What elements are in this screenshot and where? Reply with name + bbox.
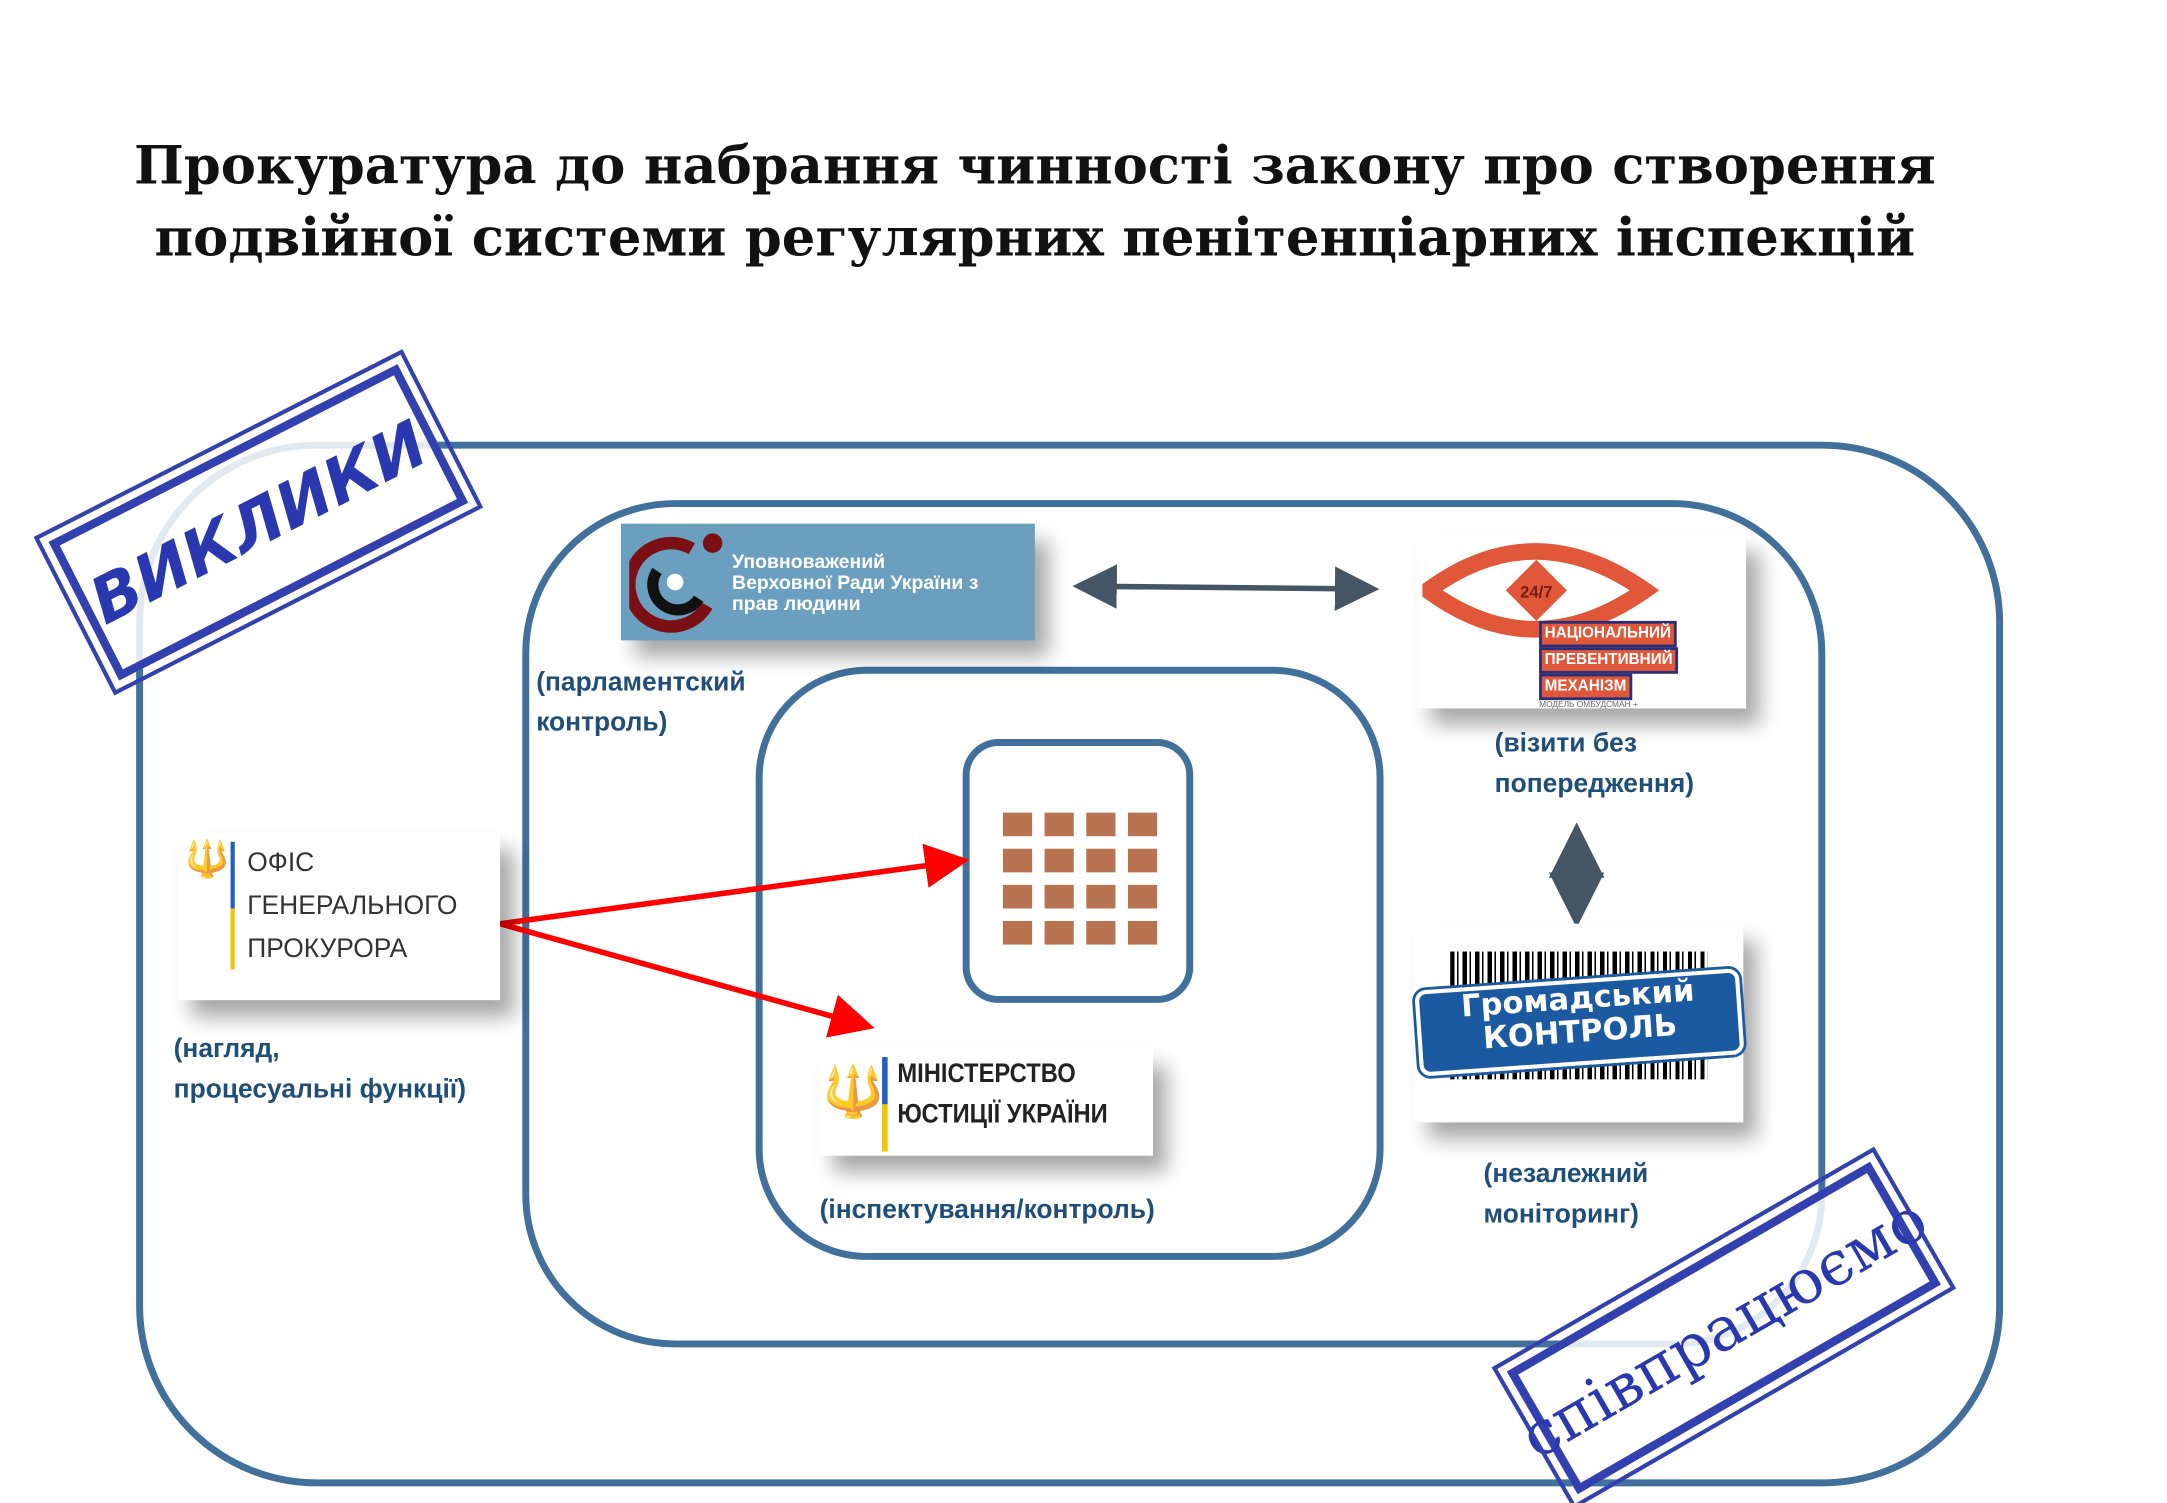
title-line-2: подвійної системи регулярних пенітенціар…	[154, 205, 1916, 269]
arrow-ombudsman-npm	[1072, 564, 1380, 611]
ministry-of-justice-logo: 🔱 МІНІСТЕРСТВО ЮСТИЦІЇ УКРАЇНИ	[819, 1048, 1153, 1156]
brick	[1044, 848, 1074, 873]
brick	[1002, 812, 1033, 837]
inner-frame	[755, 666, 1384, 1260]
brick	[1127, 848, 1158, 873]
prosecutor-label: (нагляд,	[173, 1034, 280, 1065]
npm-logo-line: ПРЕВЕНТИВНИЙ	[1539, 647, 1679, 674]
brick	[1002, 884, 1033, 909]
brick	[1044, 884, 1074, 909]
brick	[1127, 920, 1158, 945]
npm-logo-line: МЕХАНІЗМ	[1539, 673, 1632, 701]
trident-icon: 🔱	[184, 839, 230, 881]
ombudsman-label: (парламентский	[536, 668, 746, 698]
brick	[1086, 920, 1116, 945]
civic-label: моніторинг)	[1483, 1200, 1639, 1230]
npm-label: попередження)	[1494, 769, 1695, 799]
brick	[1086, 848, 1116, 873]
ombudsman-emblem-icon	[629, 533, 723, 633]
arrow-to-ministry	[499, 921, 875, 1038]
trident-icon: 🔱	[822, 1064, 885, 1122]
brick	[1044, 812, 1074, 837]
ombudsman-label: контроль)	[536, 708, 668, 738]
npm-logo: 24/7 НАЦІОНАЛЬНИЙ ПРЕВЕНТИВНИЙ МЕХАНІЗМ …	[1416, 534, 1747, 710]
npm-badge: 24/7	[1520, 582, 1552, 601]
prosecutor-logo-line: ГЕНЕРАЛЬНОГО	[247, 891, 458, 921]
brick	[1002, 848, 1033, 873]
prosecutor-office-logo: 🔱 ОФІС ГЕНЕРАЛЬНОГО ПРОКУРОРА	[177, 833, 501, 1001]
ombudsman-logo-line: Уповноважений	[732, 550, 886, 573]
ministry-logo-line: МІНІСТЕРСТВО	[897, 1059, 1076, 1090]
brick	[1127, 884, 1158, 909]
brick	[1002, 920, 1033, 945]
prosecutor-label: процесуальні функції)	[173, 1075, 467, 1105]
ministry-logo-line: ЮСТИЦІЇ УКРАЇНИ	[897, 1100, 1108, 1130]
brick	[1127, 812, 1158, 837]
title-line-1: Прокуратура до набрання чинності закону …	[134, 133, 1936, 196]
civic-control-logo: Громадський контроль	[1411, 923, 1748, 1123]
brick	[1086, 884, 1116, 909]
brick	[1086, 812, 1116, 837]
civic-label: (незалежний	[1483, 1159, 1649, 1190]
prosecutor-logo-line: ПРОКУРОРА	[247, 934, 408, 965]
middle-frame	[522, 500, 1826, 1348]
arrow-to-prison	[499, 843, 970, 927]
brick	[1044, 920, 1074, 945]
npm-logo-line: НАЦІОНАЛЬНИЙ	[1539, 620, 1677, 648]
prosecutor-logo-line: ОФІС	[247, 848, 315, 878]
eye-icon: 24/7	[1422, 543, 1659, 638]
npm-logo-sub: МОДЕЛЬ ОМБУДСМАН +	[1539, 701, 1638, 710]
outer-frame	[136, 441, 2004, 1487]
ministry-label: (інспектування/контроль)	[819, 1196, 1155, 1226]
ombudsman-logo-line: Верховної Ради України з	[732, 570, 979, 594]
npm-label: (візити без	[1494, 729, 1637, 759]
prison-icon	[962, 739, 1194, 1003]
ombudsman-logo: Уповноважений Верховної Ради України з п…	[620, 523, 1035, 641]
ombudsman-logo-line: прав людини	[732, 591, 861, 614]
